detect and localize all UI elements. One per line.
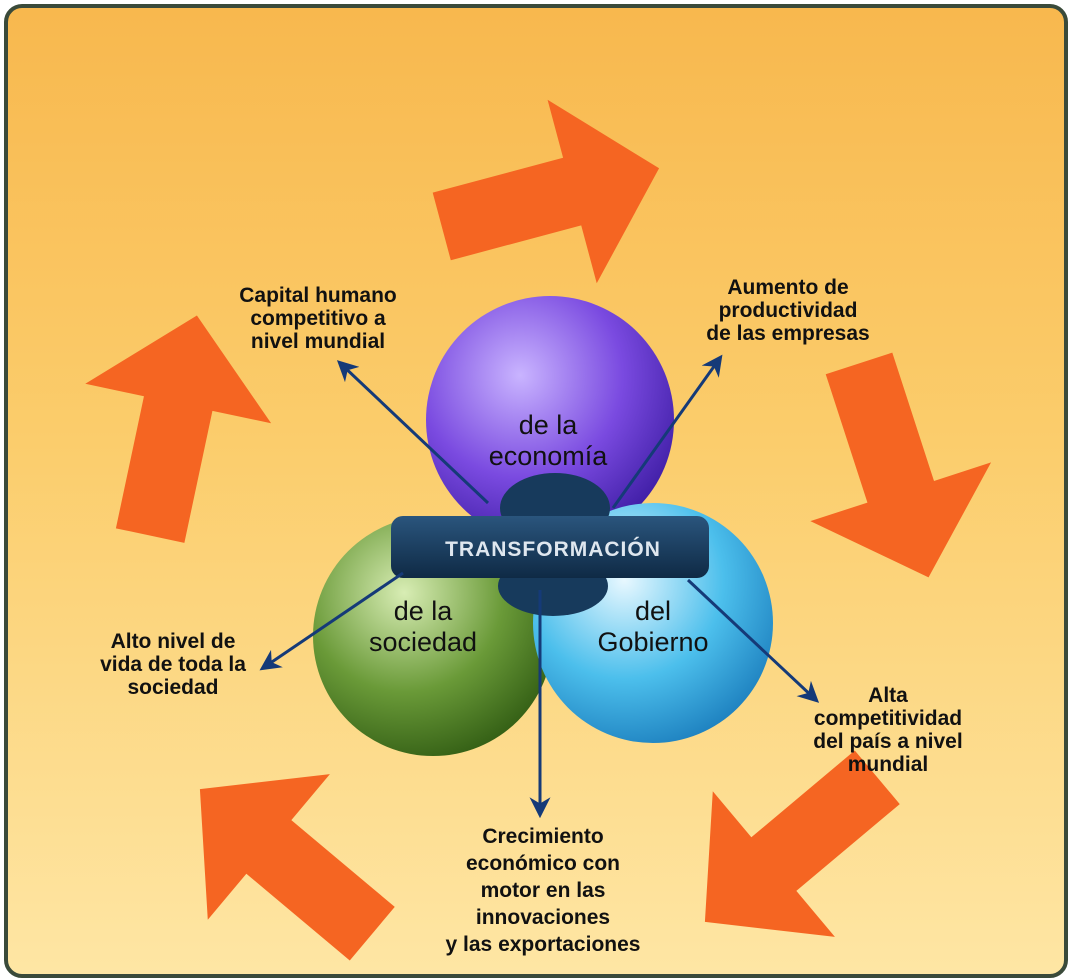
- cycle-arrows: [85, 99, 992, 961]
- cycle-arrow-icon: [704, 750, 900, 937]
- connector-arrows: [259, 354, 820, 819]
- outcome-quality-of-life: Alto nivel de vida de toda la sociedad: [100, 630, 246, 699]
- outcome-growth: Crecimiento económico con motor en las i…: [445, 825, 641, 956]
- cycle-arrow-icon: [810, 352, 992, 578]
- cycle-arrow-icon: [432, 99, 660, 284]
- connector-arrow-icon: [611, 354, 723, 509]
- circle-economy: [426, 296, 674, 544]
- cycle-arrow-icon: [199, 774, 395, 961]
- transformation-diagram: [85, 99, 992, 961]
- circle-government-label: del Gobierno: [597, 596, 709, 657]
- diagram-frame: TRANSFORMACIÓN de la economía de la soci…: [4, 4, 1068, 978]
- banner-label: TRANSFORMACIÓN: [445, 538, 661, 561]
- outcome-human-capital: Capital humano competitivo a nivel mundi…: [239, 284, 397, 353]
- circle-society-label: de la sociedad: [368, 596, 478, 657]
- circle-economy-label: de la economía: [488, 410, 608, 471]
- connector-arrow-icon: [686, 578, 820, 703]
- cycle-arrow-icon: [85, 315, 272, 543]
- outcome-productivity: Aumento de productividad de las empresas: [706, 276, 870, 345]
- banner: [391, 473, 709, 616]
- connector-arrow-icon: [336, 360, 490, 505]
- connector-arrow-icon: [259, 571, 404, 671]
- outcome-competitiveness: Alta competitividad del país a nivel mun…: [813, 684, 963, 776]
